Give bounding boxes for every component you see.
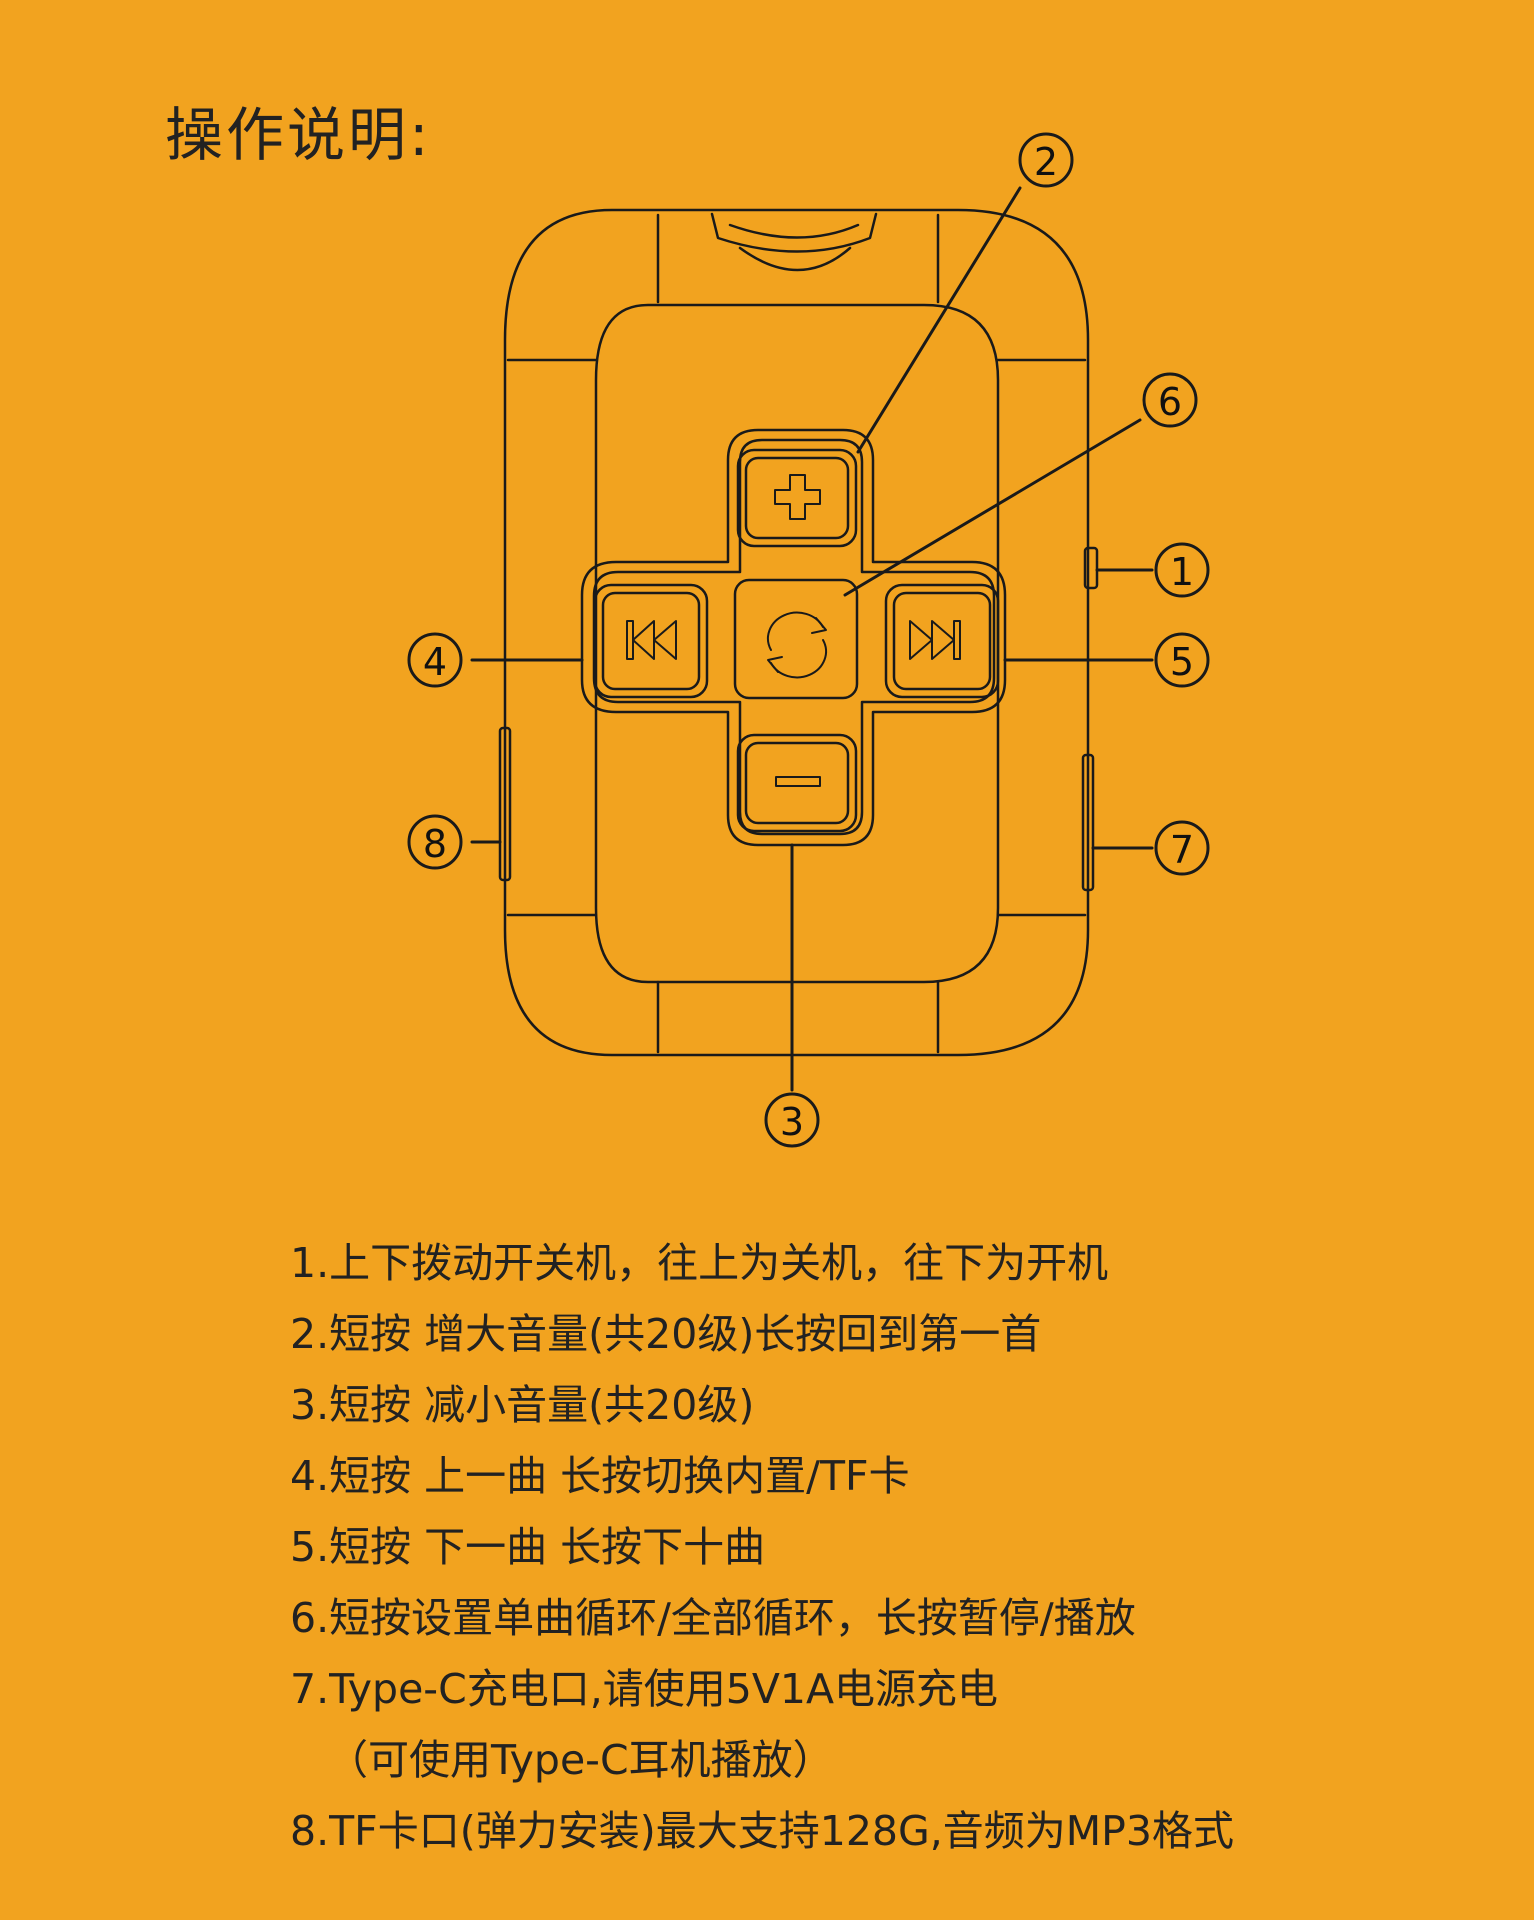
device-body-inner	[594, 303, 1000, 984]
instruction-item-7-note: （可使用Type-C耳机播放）	[327, 1736, 834, 1784]
repeat-icon	[766, 611, 828, 679]
volume-down-button	[736, 733, 858, 833]
dpad-outer	[580, 428, 1007, 847]
previous-button	[593, 583, 709, 699]
instruction-item-1: 1.上下拨动开关机，往上为关机，往下为开机	[290, 1239, 1109, 1287]
page-title: 操作说明:	[165, 101, 432, 169]
type-c-port	[1081, 753, 1095, 892]
instruction-item-7: 7.Type-C充电口,请使用5V1A电源充电	[290, 1665, 999, 1713]
leader-6	[843, 418, 1142, 597]
instruction-item-2: 2.短按 增大音量(共20级)长按回到第一首	[290, 1310, 1042, 1358]
volume-up-button	[736, 448, 858, 548]
instruction-item-5: 5.短按 下一曲 长按下十曲	[290, 1523, 766, 1571]
callout-6-circle	[1142, 372, 1198, 428]
instruction-item-3: 3.短按 减小音量(共20级)	[290, 1381, 755, 1429]
callout-5-label: 5	[1170, 640, 1194, 684]
callout-4-label: 4	[423, 640, 447, 684]
instruction-item-8: 8.TF卡口(弹力安装)最大支持128G,音频为MP3格式	[290, 1807, 1234, 1855]
loop-button	[733, 578, 859, 700]
callout-2-circle	[1018, 132, 1074, 188]
device-diagram: 2 6 1 5 4 8 7 3	[407, 132, 1210, 1148]
next-button	[884, 583, 1000, 699]
leader-2	[856, 186, 1022, 454]
callout-3-label: 3	[780, 1100, 804, 1144]
lanyard-loop	[710, 212, 878, 253]
device-body-outer	[503, 208, 1090, 1057]
skip-next-icon	[909, 620, 961, 660]
callout-4-circle	[407, 632, 463, 688]
minus-icon	[775, 776, 821, 787]
callout-1-circle	[1154, 542, 1210, 598]
callout-3-circle	[764, 1092, 820, 1148]
instruction-list: 1.上下拨动开关机，往上为关机，往下为开机 2.短按 增大音量(共20级)长按回…	[290, 1228, 1234, 1867]
callout-7-circle	[1154, 820, 1210, 876]
callout-7-label: 7	[1170, 828, 1194, 872]
skip-previous-icon	[626, 620, 677, 660]
power-switch	[1083, 546, 1099, 590]
tf-card-slot	[498, 726, 512, 882]
callout-8-circle	[407, 814, 463, 870]
callout-1-label: 1	[1170, 550, 1194, 594]
instruction-item-6: 6.短按设置单曲循环/全部循环，长按暂停/播放	[290, 1594, 1136, 1642]
callout-6-label: 6	[1158, 380, 1182, 424]
instruction-item-4: 4.短按 上一曲 长按切换内置/TF卡	[290, 1452, 910, 1500]
callout-5-circle	[1154, 632, 1210, 688]
plus-icon	[774, 474, 821, 520]
callout-2-label: 2	[1034, 140, 1058, 184]
callout-8-label: 8	[423, 822, 447, 866]
